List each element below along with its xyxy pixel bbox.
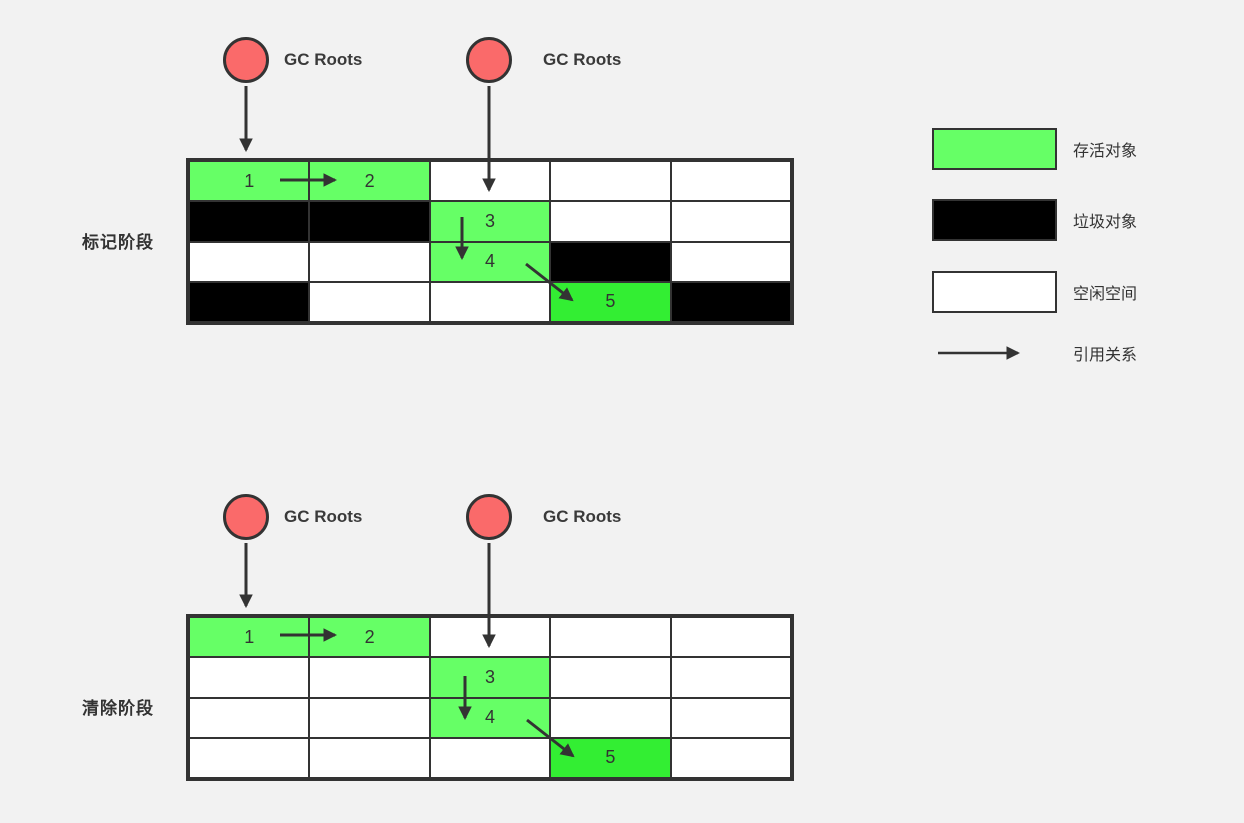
free-space-swatch bbox=[932, 271, 1057, 313]
memory-cell-free bbox=[550, 697, 671, 738]
memory-cell-free bbox=[429, 281, 551, 322]
memory-cell-free bbox=[670, 697, 791, 738]
memory-cell-garbage bbox=[550, 241, 671, 282]
memory-cell-4: 4 bbox=[429, 697, 551, 738]
memory-cell-free bbox=[189, 737, 310, 778]
memory-cell-free bbox=[309, 657, 430, 698]
memory-cell-free bbox=[550, 657, 671, 698]
memory-cell-garbage bbox=[309, 201, 430, 242]
legend-item-garbage: 垃圾对象 bbox=[932, 199, 1137, 241]
memory-cell-2: 2 bbox=[309, 617, 430, 658]
memory-cell-5: 5 bbox=[550, 737, 671, 778]
gc-root-label: GC Roots bbox=[284, 507, 363, 526]
memory-cell-2: 2 bbox=[309, 161, 430, 202]
legend-item-live: 存活对象 bbox=[932, 128, 1137, 170]
memory-cell-free bbox=[670, 161, 791, 202]
gc-root-circle bbox=[223, 494, 269, 540]
memory-cell-free bbox=[189, 241, 310, 282]
memory-cell-free bbox=[309, 737, 430, 778]
memory-cell-free bbox=[309, 281, 430, 322]
memory-cell-free bbox=[670, 657, 791, 698]
memory-cell-free bbox=[670, 241, 791, 282]
memory-cell-free bbox=[550, 161, 671, 202]
memory-cell-free bbox=[429, 737, 551, 778]
memory-cell-free bbox=[429, 617, 551, 658]
gc-root-circle bbox=[223, 37, 269, 83]
memory-cell-free bbox=[670, 201, 791, 242]
gc-root-circle bbox=[466, 494, 512, 540]
memory-cell-free bbox=[429, 161, 551, 202]
memory-cell-3: 3 bbox=[429, 201, 551, 242]
memory-cell-1: 1 bbox=[189, 161, 310, 202]
live-object-swatch bbox=[932, 128, 1057, 170]
memory-cell-free bbox=[189, 697, 310, 738]
memory-cell-garbage bbox=[670, 281, 791, 322]
phase-label-mark: 标记阶段 bbox=[82, 233, 154, 252]
memory-cell-3: 3 bbox=[429, 657, 551, 698]
gc-root-label: GC Roots bbox=[543, 50, 622, 69]
gc-root-label: GC Roots bbox=[284, 50, 363, 69]
legend-label: 垃圾对象 bbox=[1073, 214, 1138, 231]
memory-cell-4: 4 bbox=[429, 241, 551, 282]
legend-label: 引用关系 bbox=[1073, 347, 1138, 364]
legend-item-reference: 引用关系 bbox=[932, 332, 1137, 374]
memory-cell-free bbox=[309, 241, 430, 282]
memory-cell-free bbox=[670, 617, 791, 658]
memory-cell-free bbox=[189, 657, 310, 698]
gc-root-circle bbox=[466, 37, 512, 83]
memory-cell-free bbox=[550, 201, 671, 242]
garbage-object-swatch bbox=[932, 199, 1057, 241]
reference-arrow-icon bbox=[938, 346, 1021, 360]
legend-label: 存活对象 bbox=[1073, 143, 1138, 160]
memory-cell-free bbox=[309, 697, 430, 738]
gc-root-label: GC Roots bbox=[543, 507, 622, 526]
memory-cell-garbage bbox=[189, 201, 310, 242]
legend-label: 空闲空间 bbox=[1073, 286, 1138, 303]
memory-cell-5: 5 bbox=[550, 281, 671, 322]
phase-label-sweep: 清除阶段 bbox=[82, 699, 154, 718]
memory-cell-free bbox=[670, 737, 791, 778]
memory-cell-garbage bbox=[189, 281, 310, 322]
legend-item-free: 空闲空间 bbox=[932, 271, 1137, 313]
memory-cell-1: 1 bbox=[189, 617, 310, 658]
memory-cell-free bbox=[550, 617, 671, 658]
